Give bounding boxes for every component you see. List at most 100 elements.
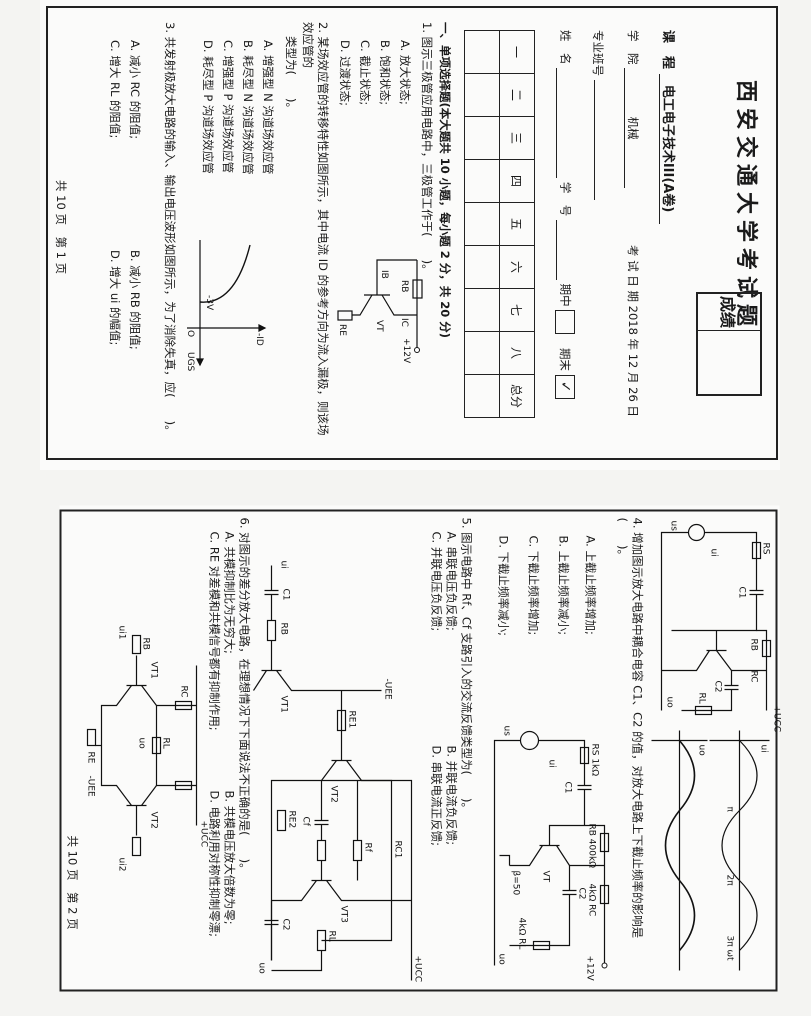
rc-label: RC bbox=[749, 671, 759, 683]
q3-option-d: D. 增大 ui 的幅值; bbox=[108, 250, 122, 346]
score-header: 六 bbox=[499, 245, 535, 289]
midterm-checkbox[interactable] bbox=[555, 310, 575, 335]
uee-label: -UEE bbox=[383, 679, 393, 701]
score-table-value-row bbox=[464, 30, 500, 418]
score-cell[interactable] bbox=[464, 374, 500, 418]
q3-waveforms: ui uo π 2π 3π ωt bbox=[651, 730, 770, 971]
page-footer: 共 10 页 第 2 页 bbox=[65, 835, 80, 930]
rb-label: RB bbox=[279, 623, 289, 635]
q6-option-d: D. 电路利用对称性抑制零漂; bbox=[207, 790, 222, 938]
re2-label: RE2 bbox=[287, 811, 297, 829]
origin-label: O bbox=[185, 330, 195, 337]
q4-amplifier-circuit: RS 1kΩ us ui C1 RB 400kΩ 4kΩ RC C2 4kΩ R… bbox=[493, 726, 610, 981]
score-cell[interactable] bbox=[464, 202, 500, 246]
class-field[interactable] bbox=[594, 79, 595, 200]
q6-stem: 6. 对图示的差分放大电路，在理想情况下下面说法不正确的是( )。 bbox=[237, 517, 252, 875]
final-label: 期末 bbox=[558, 347, 573, 371]
ic-label: IC bbox=[399, 318, 409, 327]
student-id-label: 学 号 bbox=[558, 181, 573, 217]
vt-label: VT bbox=[541, 871, 551, 883]
rc1-label: RC1 bbox=[393, 841, 403, 859]
ui1-label: ui1 bbox=[117, 626, 127, 640]
q2-option-c: C. 增强型 P 沟道场效应管 bbox=[221, 40, 235, 174]
score-header: 二 bbox=[499, 73, 535, 117]
q1-option-a: A. 放大状态; bbox=[398, 40, 412, 105]
uo-label: uo bbox=[665, 697, 675, 709]
rc-label: RC bbox=[179, 686, 189, 698]
rl-label: 4kΩ RL bbox=[517, 918, 527, 950]
q6-option-a: A. 共模抑制比为无穷大; bbox=[222, 531, 237, 654]
q1-option-c: C. 截止状态; bbox=[358, 40, 372, 106]
course-label: 课 程 bbox=[660, 30, 675, 70]
vcc-label: +UCC bbox=[199, 821, 209, 848]
score-header: 七 bbox=[499, 288, 535, 332]
vt3-label: VT3 bbox=[339, 906, 349, 923]
q4-option-d: D. 下截止频率减小; bbox=[496, 535, 511, 637]
re-label: RE bbox=[86, 752, 96, 764]
c2-label: C2 bbox=[577, 888, 587, 900]
score-cell[interactable] bbox=[464, 245, 500, 289]
q1-transistor-circuit: RB IB IC VT RE +12V bbox=[337, 259, 423, 364]
ui-label: ui bbox=[279, 561, 289, 569]
q3-stem: 3. 共发射极放大电路的输入、输出电压波形如图所示，为了消除失真，应( )。 bbox=[163, 22, 177, 437]
cf-label: Cf bbox=[301, 817, 311, 827]
score-header: 总分 bbox=[499, 374, 535, 418]
score-table: 一 二 三 四 五 六 七 八 总分 bbox=[464, 30, 535, 418]
q6-differential-circuit: RC +UCC VT1 VT2 RB RL RE -UEE ui1 ui2 uo bbox=[86, 626, 209, 872]
us-label: us bbox=[502, 726, 512, 737]
rb-label: RB 400kΩ bbox=[587, 824, 597, 869]
rf-label: Rf bbox=[363, 843, 373, 853]
uo-label: uo bbox=[137, 738, 147, 750]
q2-option-a: A. 增强型 N 沟道场效应管 bbox=[261, 40, 275, 175]
midterm-label: 期中 bbox=[558, 283, 573, 307]
q3-option-a: A. 减小 RC 的阻值; bbox=[128, 40, 142, 140]
exam-page-2: RS us ui C1 RB C2 RL uo RC +UCC ui uo π … bbox=[59, 505, 782, 992]
section-heading: 一、单项选择题(本大题共 10 小题，每小题 2 分，共 20 分) bbox=[438, 22, 452, 339]
q3-amplifier-circuit: RS us ui C1 RB C2 RL uo RC +UCC bbox=[660, 521, 782, 732]
re1-label: RE1 bbox=[347, 711, 357, 729]
score-label: 成绩 bbox=[698, 294, 760, 331]
ugs-axis-label: UGS bbox=[185, 352, 195, 372]
q1-option-d: D. 过渡状态; bbox=[338, 40, 352, 107]
name-field[interactable] bbox=[556, 68, 573, 179]
q3-option-b: B. 减小 RB 的阻值; bbox=[128, 250, 142, 350]
beta-label: β=50 bbox=[511, 871, 521, 896]
course-row: 课 程 电工电子技术III(A卷) bbox=[659, 30, 675, 224]
final-checkbox[interactable]: ✓ bbox=[555, 374, 575, 399]
score-header: 八 bbox=[499, 331, 535, 375]
score-cell[interactable] bbox=[464, 30, 500, 74]
q6-option-c: C. RE 对差模和共模信号都有抑制作用; bbox=[207, 531, 222, 731]
score-box: 成绩 bbox=[696, 292, 762, 396]
c1-label: C1 bbox=[281, 589, 291, 601]
q2-stem-line2: 类型为( )。 bbox=[284, 36, 298, 114]
q4-option-c: C. 下截止频率增加; bbox=[526, 535, 541, 636]
ui2-label: ui2 bbox=[117, 858, 127, 872]
q2-transfer-curve: -ID UGS O -3V bbox=[185, 240, 267, 372]
ui-label: ui bbox=[547, 760, 557, 768]
c2-label: C2 bbox=[713, 681, 723, 693]
student-id-field[interactable] bbox=[556, 219, 573, 280]
class-row: 专业班号 bbox=[590, 30, 605, 200]
q2-option-b: B. 耗尽型 N 沟道场效应管 bbox=[241, 40, 255, 175]
q4-option-a: A. 上截止频率增加; bbox=[583, 535, 598, 635]
score-cell[interactable] bbox=[464, 288, 500, 332]
score-cell[interactable] bbox=[464, 159, 500, 203]
uo-label: uo bbox=[257, 963, 267, 975]
score-header: 三 bbox=[499, 116, 535, 160]
vcc-label: +UCC bbox=[772, 706, 782, 733]
score-header: 四 bbox=[499, 159, 535, 203]
ib-label: IB bbox=[379, 270, 389, 279]
two-pi-label: 2π bbox=[725, 875, 735, 887]
vcc-label: +12V bbox=[401, 338, 411, 364]
q4-stem: 4. 增加图示放大电路中耦合电容 C1、C2 的值，对放大电路上下截止频率的影响… bbox=[615, 517, 645, 939]
score-cell[interactable] bbox=[464, 73, 500, 117]
vt1-label: VT1 bbox=[149, 662, 159, 679]
score-header: 一 bbox=[499, 30, 535, 74]
threshold-label: -3V bbox=[204, 295, 214, 311]
q1-option-b: B. 饱和状态; bbox=[378, 40, 392, 106]
exam-date: 考 试 日 期 2018 年 12 月 26 日 bbox=[625, 245, 640, 417]
uo-wave-label: uo bbox=[697, 745, 707, 757]
score-table-header-row: 一 二 三 四 五 六 七 八 总分 bbox=[499, 30, 535, 418]
score-cell[interactable] bbox=[464, 116, 500, 160]
score-cell[interactable] bbox=[464, 331, 500, 375]
